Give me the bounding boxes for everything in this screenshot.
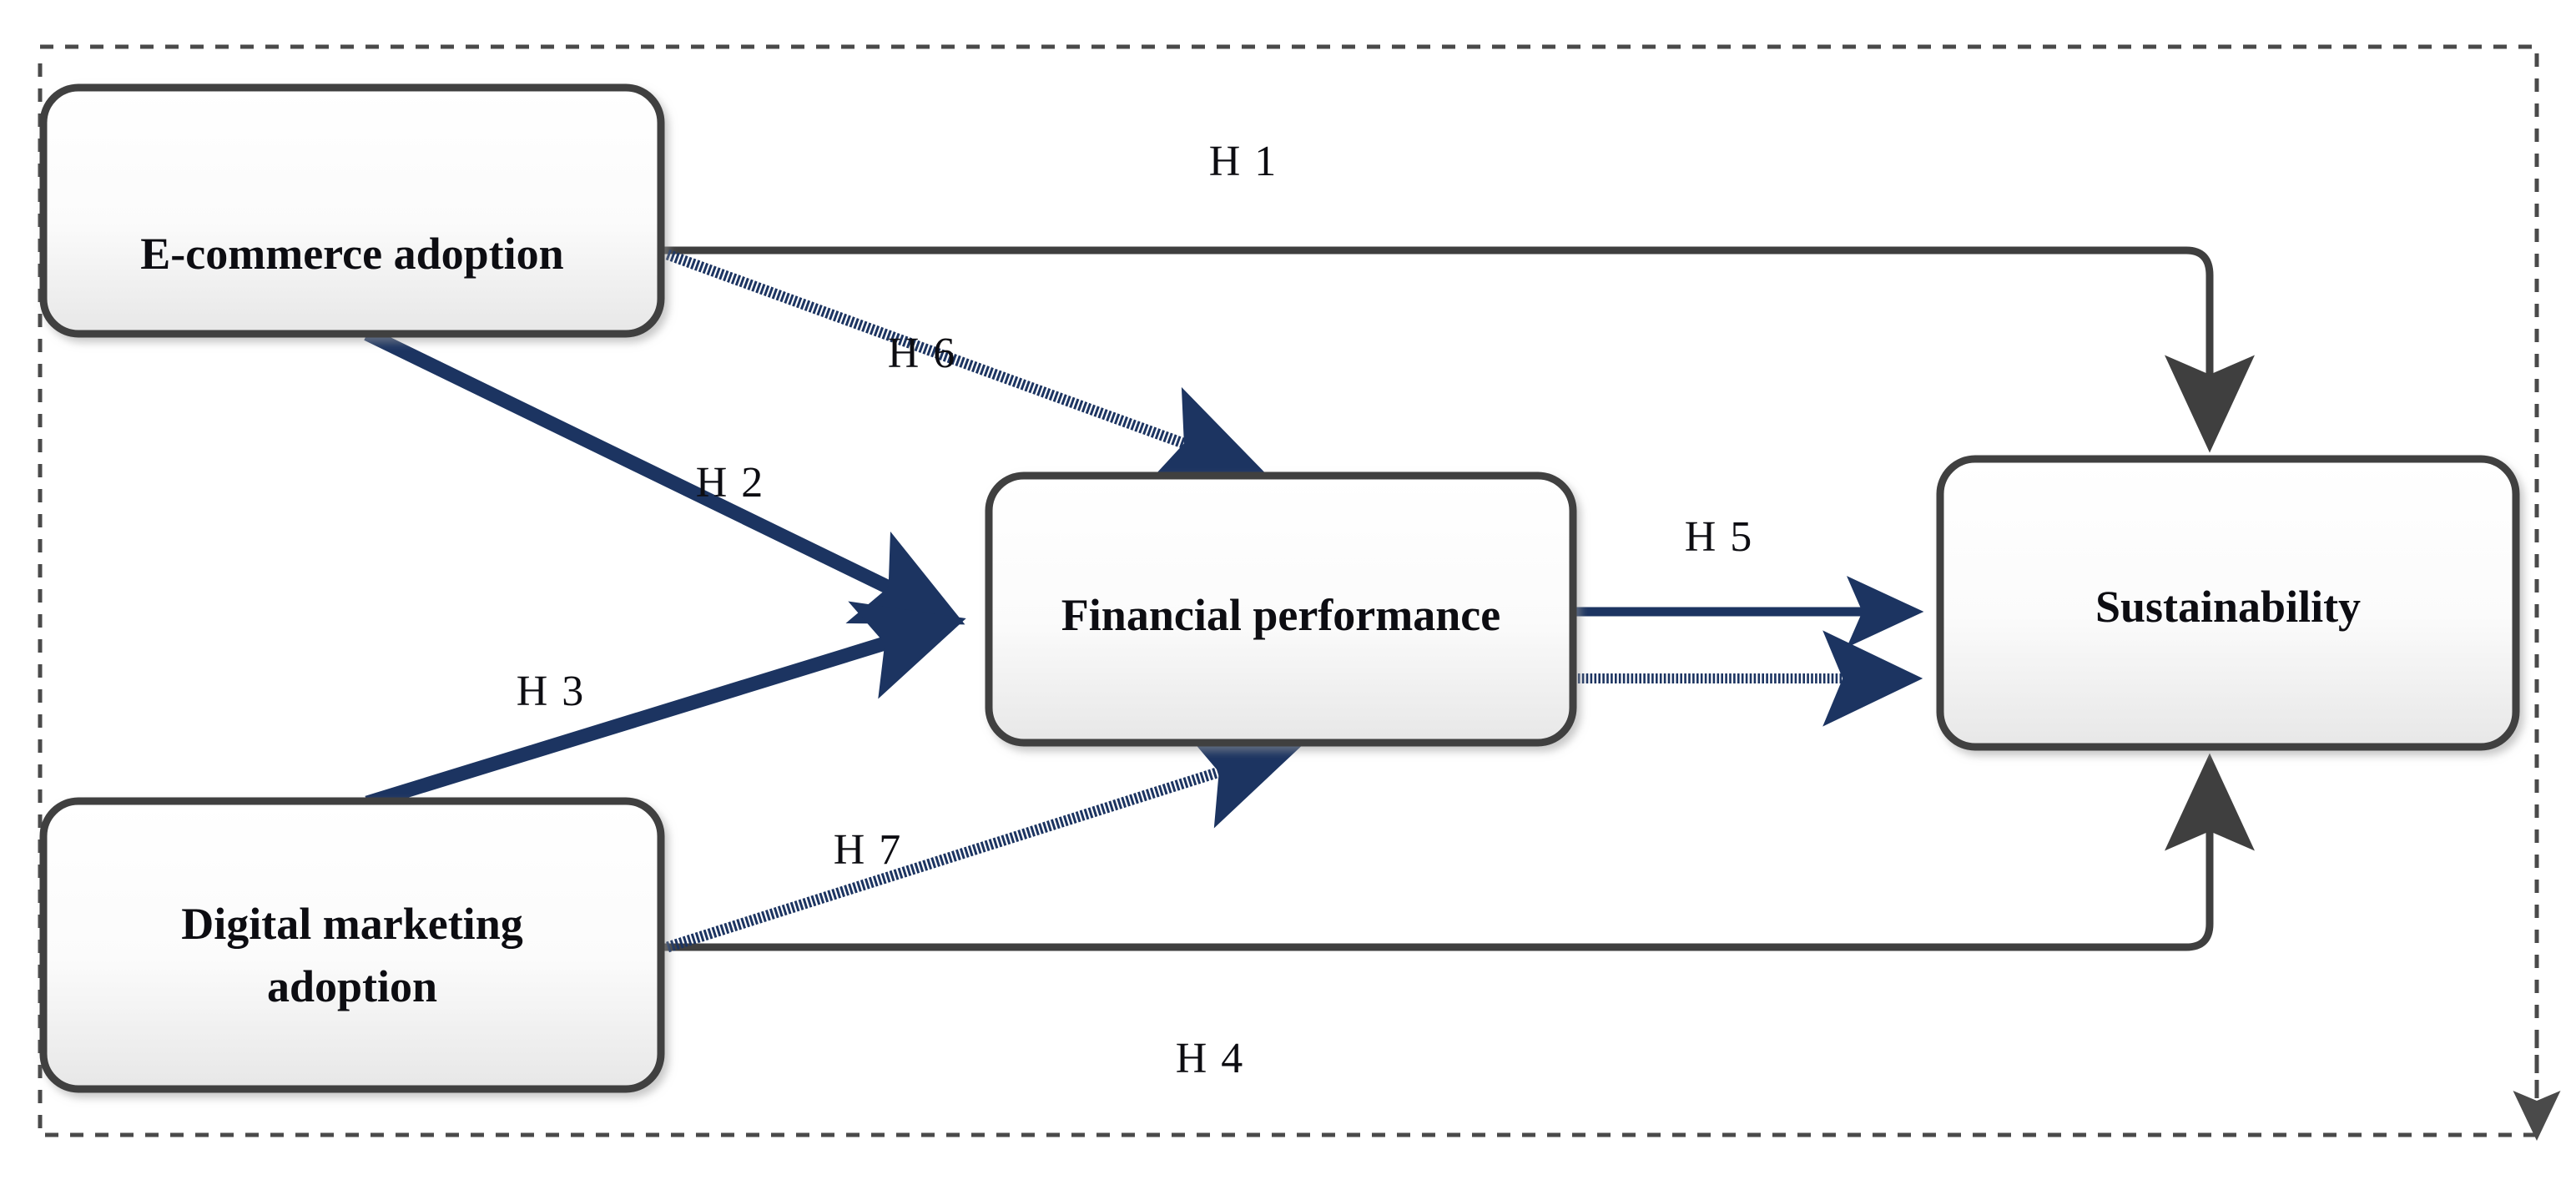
node-label-digital-line1: Digital marketing [181,899,522,949]
node-label-financial: Financial performance [1061,590,1500,640]
node-label-ecommerce: E-commerce adoption [140,229,563,279]
outer-dashed-frame [38,44,2561,1141]
hypothesis-label-h6: H 6 [888,330,957,377]
hypothesis-label-h2: H 2 [696,459,765,507]
hypothesis-label-h3: H 3 [517,668,586,715]
path-h1 [661,246,2255,453]
path-h3 [365,601,966,810]
hypothesis-label-h4: H 4 [1176,1035,1245,1082]
node-sustainability[interactable]: Sustainability [1936,455,2520,751]
hypothesis-label-h7: H 7 [834,826,903,874]
node-label-sustainability: Sustainability [2095,582,2361,632]
node-financial-performance[interactable]: Financial performance [985,471,1577,747]
hypothesis-label-h1: H 1 [1209,138,1278,185]
path-h7 [666,729,1302,953]
path-h2 [364,327,965,625]
node-ecommerce-adoption[interactable]: E-commerce adoption [39,83,665,338]
path-h6 [665,249,1266,486]
path-h4 [661,753,2255,951]
hypothesis-label-h5: H 5 [1685,513,1754,561]
node-label-digital-line2: adoption [267,961,437,1011]
node-digital-marketing-adoption[interactable]: Digital marketing adoption [39,797,665,1093]
